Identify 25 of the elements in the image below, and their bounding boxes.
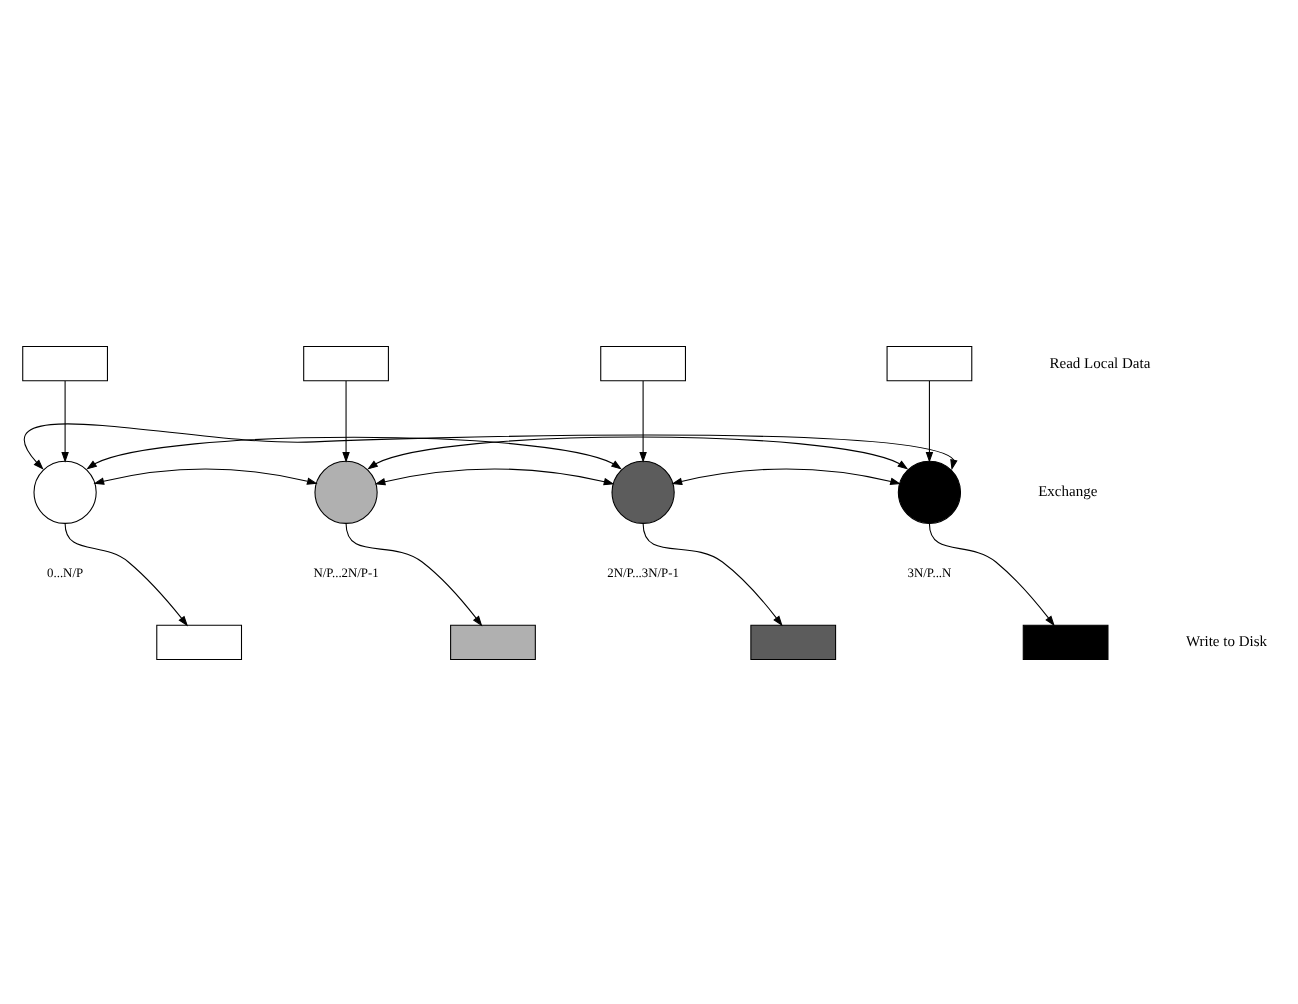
arrow [93, 467, 318, 484]
arrow [61, 379, 69, 462]
arrow [642, 521, 783, 626]
arrow [24, 422, 958, 470]
label: Exchange [1038, 481, 1098, 500]
label: Read Local Data [1049, 352, 1151, 371]
arrow [374, 467, 615, 485]
arrow [925, 379, 934, 462]
arrow [367, 435, 909, 469]
node-box [886, 344, 973, 381]
arrow [928, 521, 1055, 626]
node-box [156, 623, 243, 660]
arrow [64, 521, 189, 626]
arrow [345, 521, 483, 626]
node-box [750, 623, 837, 660]
label: Write to Disk [1185, 631, 1267, 650]
arrow [639, 379, 647, 462]
arrow [342, 379, 350, 462]
node-box [600, 344, 686, 381]
arrow [671, 467, 901, 484]
node-box [22, 344, 108, 381]
arrow [86, 435, 622, 469]
node-box [303, 344, 389, 381]
node-box [1022, 623, 1109, 660]
node-box [450, 623, 536, 660]
